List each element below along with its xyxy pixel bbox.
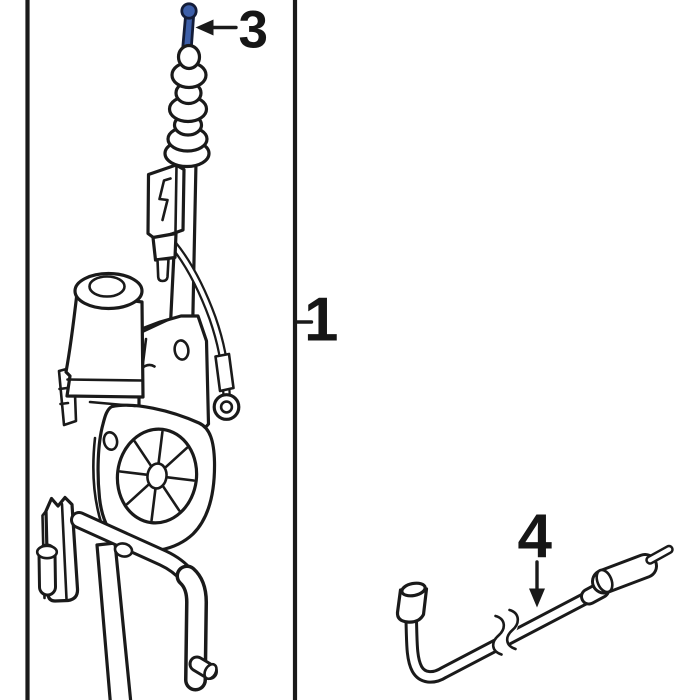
mast-coil-body — [580, 544, 674, 606]
drive-motor — [57, 271, 145, 427]
antenna-mast-cable-drawing — [395, 544, 674, 684]
cable-with-ring-terminal — [168, 239, 241, 421]
callout-4-label[interactable]: 4 — [518, 502, 553, 571]
spoked-wheel — [115, 427, 199, 525]
mast-end-cap — [395, 581, 429, 624]
telescoping-mast — [163, 43, 211, 169]
mounting-bracket-leg — [70, 511, 218, 692]
wheel-hub — [146, 462, 168, 490]
mast-bracket — [146, 163, 186, 283]
callout-3-arrowhead — [195, 19, 214, 36]
callout-3[interactable]: 3 — [195, 1, 268, 60]
callout-1-label[interactable]: 1 — [304, 286, 338, 355]
lower-guide-tube — [95, 541, 133, 700]
callout-4[interactable]: 4 — [518, 502, 553, 608]
gear-housing — [88, 400, 217, 553]
mast-tip-ball[interactable] — [180, 2, 198, 20]
callout-1[interactable]: 1 — [295, 286, 338, 355]
power-antenna-assembly-drawing — [35, 43, 241, 700]
callout-4-arrowhead — [529, 588, 545, 608]
cable-sleeve — [214, 352, 235, 393]
callout-3-label[interactable]: 3 — [239, 1, 268, 60]
part-boundary-box — [25, 0, 298, 700]
break-symbol — [491, 606, 520, 659]
bolt-hole — [102, 430, 119, 452]
connector-block — [35, 495, 80, 603]
strap-hole — [113, 542, 134, 558]
